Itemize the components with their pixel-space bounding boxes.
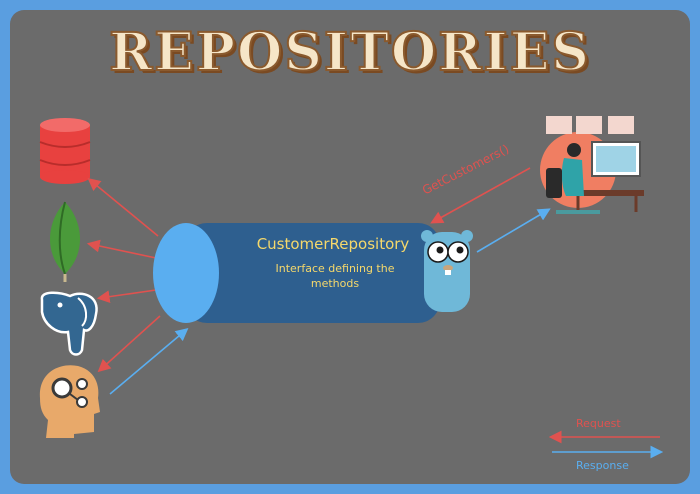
page-title: REPOSITORIES (108, 21, 591, 84)
legend-response-label: Response (576, 459, 629, 472)
response-arrow-developer (476, 208, 551, 253)
repository-cylinder (153, 223, 440, 323)
gopher-mascot-icon (421, 230, 473, 312)
request-arrow-database (87, 177, 159, 237)
mongodb-leaf-icon (49, 201, 81, 282)
request-arrow-postgresql (96, 289, 157, 303)
legend-request-label: Request (576, 417, 621, 430)
repository-name: CustomerRepository (256, 235, 410, 253)
database-icon (39, 118, 91, 184)
request-arrow-developer (430, 167, 531, 224)
mind-gears-icon (39, 365, 100, 438)
postgresql-elephant-icon (40, 291, 98, 356)
response-arrow-mind (109, 327, 189, 395)
request-arrow-mongodb (86, 239, 157, 259)
developer-desk-icon (540, 116, 644, 214)
request-arrow-mind (97, 315, 161, 373)
repository-description: Interface defining the methods (275, 262, 395, 290)
